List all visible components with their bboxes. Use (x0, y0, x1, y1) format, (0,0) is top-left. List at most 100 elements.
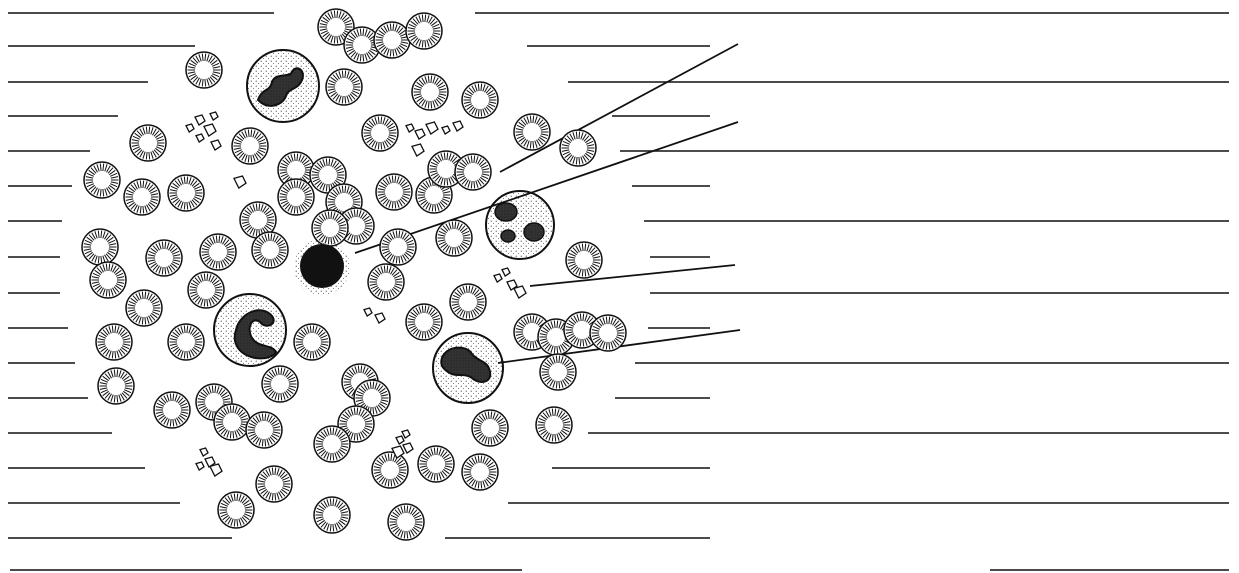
red-blood-cell (251, 231, 289, 269)
red-blood-cell (81, 228, 119, 266)
platelet (391, 445, 405, 459)
platelet-cluster (493, 267, 527, 299)
platelet (425, 121, 439, 135)
platelet (195, 133, 205, 143)
red-blood-cell (309, 156, 347, 194)
platelet (452, 120, 464, 132)
red-blood-cell (417, 445, 455, 483)
red-blood-cell (145, 239, 183, 277)
red-blood-cell (411, 73, 449, 111)
red-blood-cell (405, 12, 443, 50)
red-blood-cell (513, 113, 551, 151)
red-blood-cell (123, 178, 161, 216)
red-blood-cell (317, 8, 355, 46)
platelet (493, 273, 503, 283)
platelet (374, 312, 386, 324)
red-blood-cell (129, 124, 167, 162)
platelet (185, 123, 195, 133)
platelet (414, 128, 426, 140)
lymphocyte (294, 239, 350, 295)
platelet-cluster (185, 111, 247, 189)
platelet (401, 429, 411, 439)
platelet (402, 442, 414, 454)
monocyte (432, 332, 504, 404)
red-blood-cell (449, 283, 487, 321)
red-blood-cells-layer (81, 8, 627, 541)
red-blood-cell (97, 367, 135, 405)
red-blood-cell (387, 503, 425, 541)
red-blood-cell (261, 365, 299, 403)
eosinophil (485, 190, 555, 260)
red-blood-cell (371, 451, 409, 489)
leader-line (529, 264, 736, 287)
red-blood-cell (187, 271, 225, 309)
red-blood-cell (373, 21, 411, 59)
red-blood-cell (153, 391, 191, 429)
red-blood-cell (245, 411, 283, 449)
red-blood-cell (361, 114, 399, 152)
red-blood-cell (379, 228, 417, 266)
platelet (194, 114, 206, 126)
platelet (204, 456, 216, 468)
red-blood-cell (255, 465, 293, 503)
red-blood-cell (125, 289, 163, 327)
platelet-cluster (405, 120, 464, 157)
red-blood-cell (435, 219, 473, 257)
leader-line (499, 43, 739, 173)
red-blood-cell (559, 129, 597, 167)
red-blood-cell (313, 425, 351, 463)
red-blood-cell (293, 323, 331, 361)
platelets-layer (185, 111, 527, 477)
platelet (195, 461, 205, 471)
platelet-cluster (363, 307, 386, 324)
red-blood-cell (471, 409, 509, 447)
red-blood-cell (313, 496, 351, 534)
red-blood-cell (461, 81, 499, 119)
leader-line (354, 121, 739, 254)
platelet (506, 279, 518, 291)
platelet-cluster (391, 429, 414, 459)
platelet (209, 463, 223, 477)
red-blood-cell (167, 174, 205, 212)
red-blood-cell (325, 68, 363, 106)
platelet (199, 447, 209, 457)
red-blood-cell (367, 263, 405, 301)
red-blood-cell (539, 353, 577, 391)
red-blood-cell (185, 51, 223, 89)
red-blood-cell (277, 178, 315, 216)
red-blood-cell (461, 453, 499, 491)
red-blood-cell (83, 161, 121, 199)
red-blood-cell (589, 314, 627, 352)
platelet (501, 267, 511, 277)
platelet (233, 175, 247, 189)
platelet (395, 435, 405, 445)
platelet (209, 111, 219, 121)
red-blood-cell (199, 233, 237, 271)
platelet (411, 143, 425, 157)
red-blood-cell (375, 173, 413, 211)
red-blood-cell (239, 201, 277, 239)
red-blood-cell (535, 406, 573, 444)
red-blood-cell (89, 261, 127, 299)
red-blood-cell (167, 323, 205, 361)
platelet-cluster (195, 447, 223, 477)
platelet (203, 123, 217, 137)
red-blood-cell (454, 153, 492, 191)
platelet (405, 123, 415, 133)
platelet (441, 125, 451, 135)
platelet (363, 307, 373, 317)
platelet (210, 139, 222, 151)
red-blood-cell (405, 303, 443, 341)
red-blood-cell (565, 241, 603, 279)
platelet (513, 285, 527, 299)
neutrophil (246, 49, 320, 123)
red-blood-cell (213, 403, 251, 441)
band-neutrophil (213, 293, 287, 367)
red-blood-cell (343, 26, 381, 64)
red-blood-cell (231, 127, 269, 165)
label-lines-layer (8, 12, 1229, 571)
red-blood-cell (217, 491, 255, 529)
white-blood-cells-layer (213, 49, 555, 404)
